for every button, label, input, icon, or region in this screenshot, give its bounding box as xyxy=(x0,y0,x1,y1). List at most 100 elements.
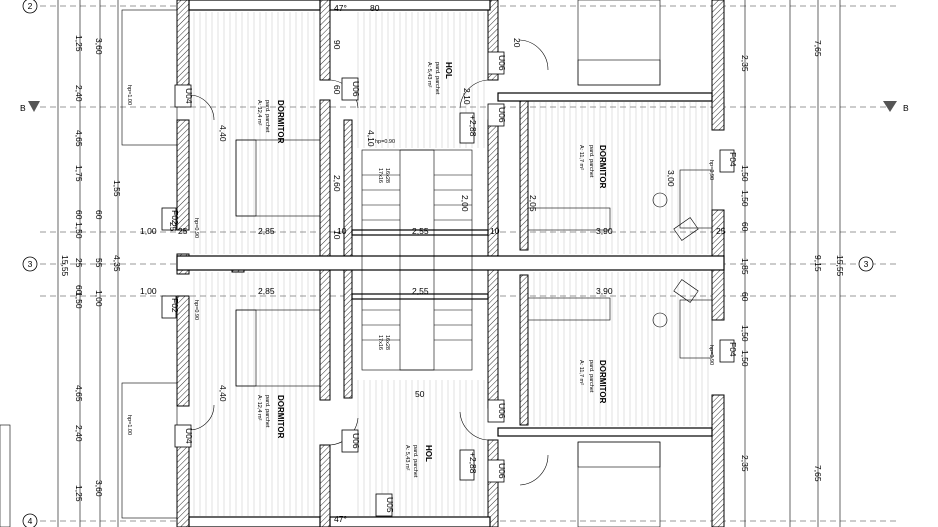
note-stairs-top: 16x28 xyxy=(384,168,390,183)
bed-right-bottom xyxy=(577,441,661,527)
svg-text:4: 4 xyxy=(28,516,33,526)
svg-text:25: 25 xyxy=(178,226,188,236)
note-hp-left-top: hp=1.00 xyxy=(126,85,132,105)
svg-text:1,55: 1,55 xyxy=(112,180,122,197)
svg-text:U04: U04 xyxy=(184,88,194,104)
door-tag-u05-bottom: U05 xyxy=(375,493,395,517)
dim-row-top: 1,00 25 2,85 10 2,55 10 3,90 25 xyxy=(140,226,726,236)
dim-right-col2: 7,65 9,15 15,55 7,65 xyxy=(813,40,845,482)
note-hp-left-bottom: hp=1.00 xyxy=(126,415,132,435)
room-label-left-top: DORMITOR pard. parchet A: 12,4 m² xyxy=(256,100,285,144)
svg-text:A: 12,4 m²: A: 12,4 m² xyxy=(256,395,262,421)
svg-text:25: 25 xyxy=(168,222,178,232)
svg-text:50: 50 xyxy=(415,389,425,399)
svg-text:DORMITOR: DORMITOR xyxy=(598,145,607,189)
svg-text:1,50: 1,50 xyxy=(740,190,750,207)
svg-text:3: 3 xyxy=(28,259,33,269)
desk-right-bottom xyxy=(652,279,713,359)
door-tag-u06-right-b: U06 xyxy=(487,103,507,127)
svg-text:A: 5,43 m²: A: 5,43 m² xyxy=(426,62,432,88)
balcony-left-bottom xyxy=(121,382,178,519)
svg-text:DORMITOR: DORMITOR xyxy=(598,360,607,404)
svg-text:2,40: 2,40 xyxy=(74,425,84,442)
svg-text:F04: F04 xyxy=(728,342,738,357)
svg-text:2,55: 2,55 xyxy=(412,286,429,296)
svg-text:DORMITOR: DORMITOR xyxy=(276,395,285,439)
svg-text:1,00: 1,00 xyxy=(140,286,157,296)
section-marker-right: B xyxy=(883,101,909,113)
svg-text:1,50: 1,50 xyxy=(74,222,84,239)
svg-text:3: 3 xyxy=(864,259,869,269)
svg-text:4,65: 4,65 xyxy=(74,130,84,147)
door-tag-u06-left-top: U06 xyxy=(341,77,361,101)
svg-text:1,25: 1,25 xyxy=(74,35,84,52)
svg-text:7,65: 7,65 xyxy=(813,465,823,482)
svg-text:1,50: 1,50 xyxy=(740,165,750,182)
svg-text:U05: U05 xyxy=(385,497,395,513)
axis-bubble-3-left: 3 xyxy=(22,256,38,272)
door-tag-u06-right-a: U06 xyxy=(487,51,507,75)
axis-bubble-2: 2 xyxy=(22,0,38,14)
svg-text:10: 10 xyxy=(337,226,347,236)
note-hp-right-top: hp=0,90 xyxy=(708,160,714,180)
svg-text:1,85: 1,85 xyxy=(740,258,750,275)
axis-bubble-4: 4 xyxy=(22,513,38,527)
svg-text:U06: U06 xyxy=(351,433,361,449)
svg-text:2: 2 xyxy=(28,1,33,11)
note-stairs-top-2: 17x16 xyxy=(377,168,383,183)
section-marker-left: B xyxy=(20,101,40,113)
dimension-lines-left xyxy=(57,0,119,527)
svg-text:15,55: 15,55 xyxy=(835,255,845,277)
svg-text:A: 11,7 m²: A: 11,7 m² xyxy=(578,145,584,170)
door-tag-u06-right-d: U06 xyxy=(487,459,507,483)
svg-text:4,40: 4,40 xyxy=(218,385,228,402)
svg-text:55: 55 xyxy=(94,258,104,268)
dim-misc: 2,10 90 4,10 2,00 2,60 2,05 3,00 10 50 8… xyxy=(94,3,676,399)
window-tag-f02-bottom: F02 xyxy=(161,295,180,319)
svg-text:1,50: 1,50 xyxy=(740,350,750,367)
level-tag-bottom: +2,88 xyxy=(459,449,478,481)
svg-text:60: 60 xyxy=(740,222,750,232)
svg-text:2,00: 2,00 xyxy=(460,195,470,212)
svg-text:3,90: 3,90 xyxy=(596,286,613,296)
svg-text:4,35: 4,35 xyxy=(112,255,122,272)
bed-left-bottom xyxy=(235,309,321,387)
svg-text:U06: U06 xyxy=(497,107,507,123)
svg-text:B: B xyxy=(20,103,26,113)
desk-right-top xyxy=(652,169,713,241)
svg-text:U06: U06 xyxy=(497,463,507,479)
svg-text:90: 90 xyxy=(332,40,342,50)
svg-text:2,10: 2,10 xyxy=(462,88,472,105)
parquet-hatching xyxy=(193,12,709,516)
svg-text:DORMITOR: DORMITOR xyxy=(276,100,285,144)
staircase xyxy=(361,149,473,371)
svg-text:1,00: 1,00 xyxy=(94,290,104,307)
svg-text:2,35: 2,35 xyxy=(740,55,750,72)
svg-text:2,85: 2,85 xyxy=(258,286,275,296)
room-label-hall-top: HOL pard. parchet A: 5,43 m² xyxy=(426,62,453,95)
svg-text:A: 12,4 m²: A: 12,4 m² xyxy=(256,100,262,126)
svg-text:pard. parchet: pard. parchet xyxy=(588,145,594,178)
room-label-right-top: DORMITOR pard. parchet A: 11,7 m² xyxy=(578,145,607,189)
svg-text:F04: F04 xyxy=(728,152,738,167)
svg-text:+2,88: +2,88 xyxy=(468,115,478,137)
svg-text:60: 60 xyxy=(74,285,84,295)
svg-text:15,55: 15,55 xyxy=(60,255,70,277)
svg-text:A: 5,43 m²: A: 5,43 m² xyxy=(404,445,410,471)
svg-text:3,90: 3,90 xyxy=(596,226,613,236)
bed-left-top xyxy=(235,139,321,217)
svg-text:4,65: 4,65 xyxy=(74,385,84,402)
svg-text:3,60: 3,60 xyxy=(94,38,104,55)
svg-text:pard. parchet: pard. parchet xyxy=(412,445,418,478)
svg-text:1,50: 1,50 xyxy=(74,292,84,309)
svg-text:9,15: 9,15 xyxy=(813,255,823,272)
note-stairs-bottom-2: 17x16 xyxy=(377,335,383,350)
svg-text:1,00: 1,00 xyxy=(140,226,157,236)
note-angle-top: 47° xyxy=(334,3,347,13)
balcony-left-top xyxy=(121,9,178,146)
svg-text:2,05: 2,05 xyxy=(528,195,538,212)
door-tag-u06-right-c: U06 xyxy=(487,399,507,423)
axis-bubble-3-right: 3 xyxy=(858,256,874,272)
